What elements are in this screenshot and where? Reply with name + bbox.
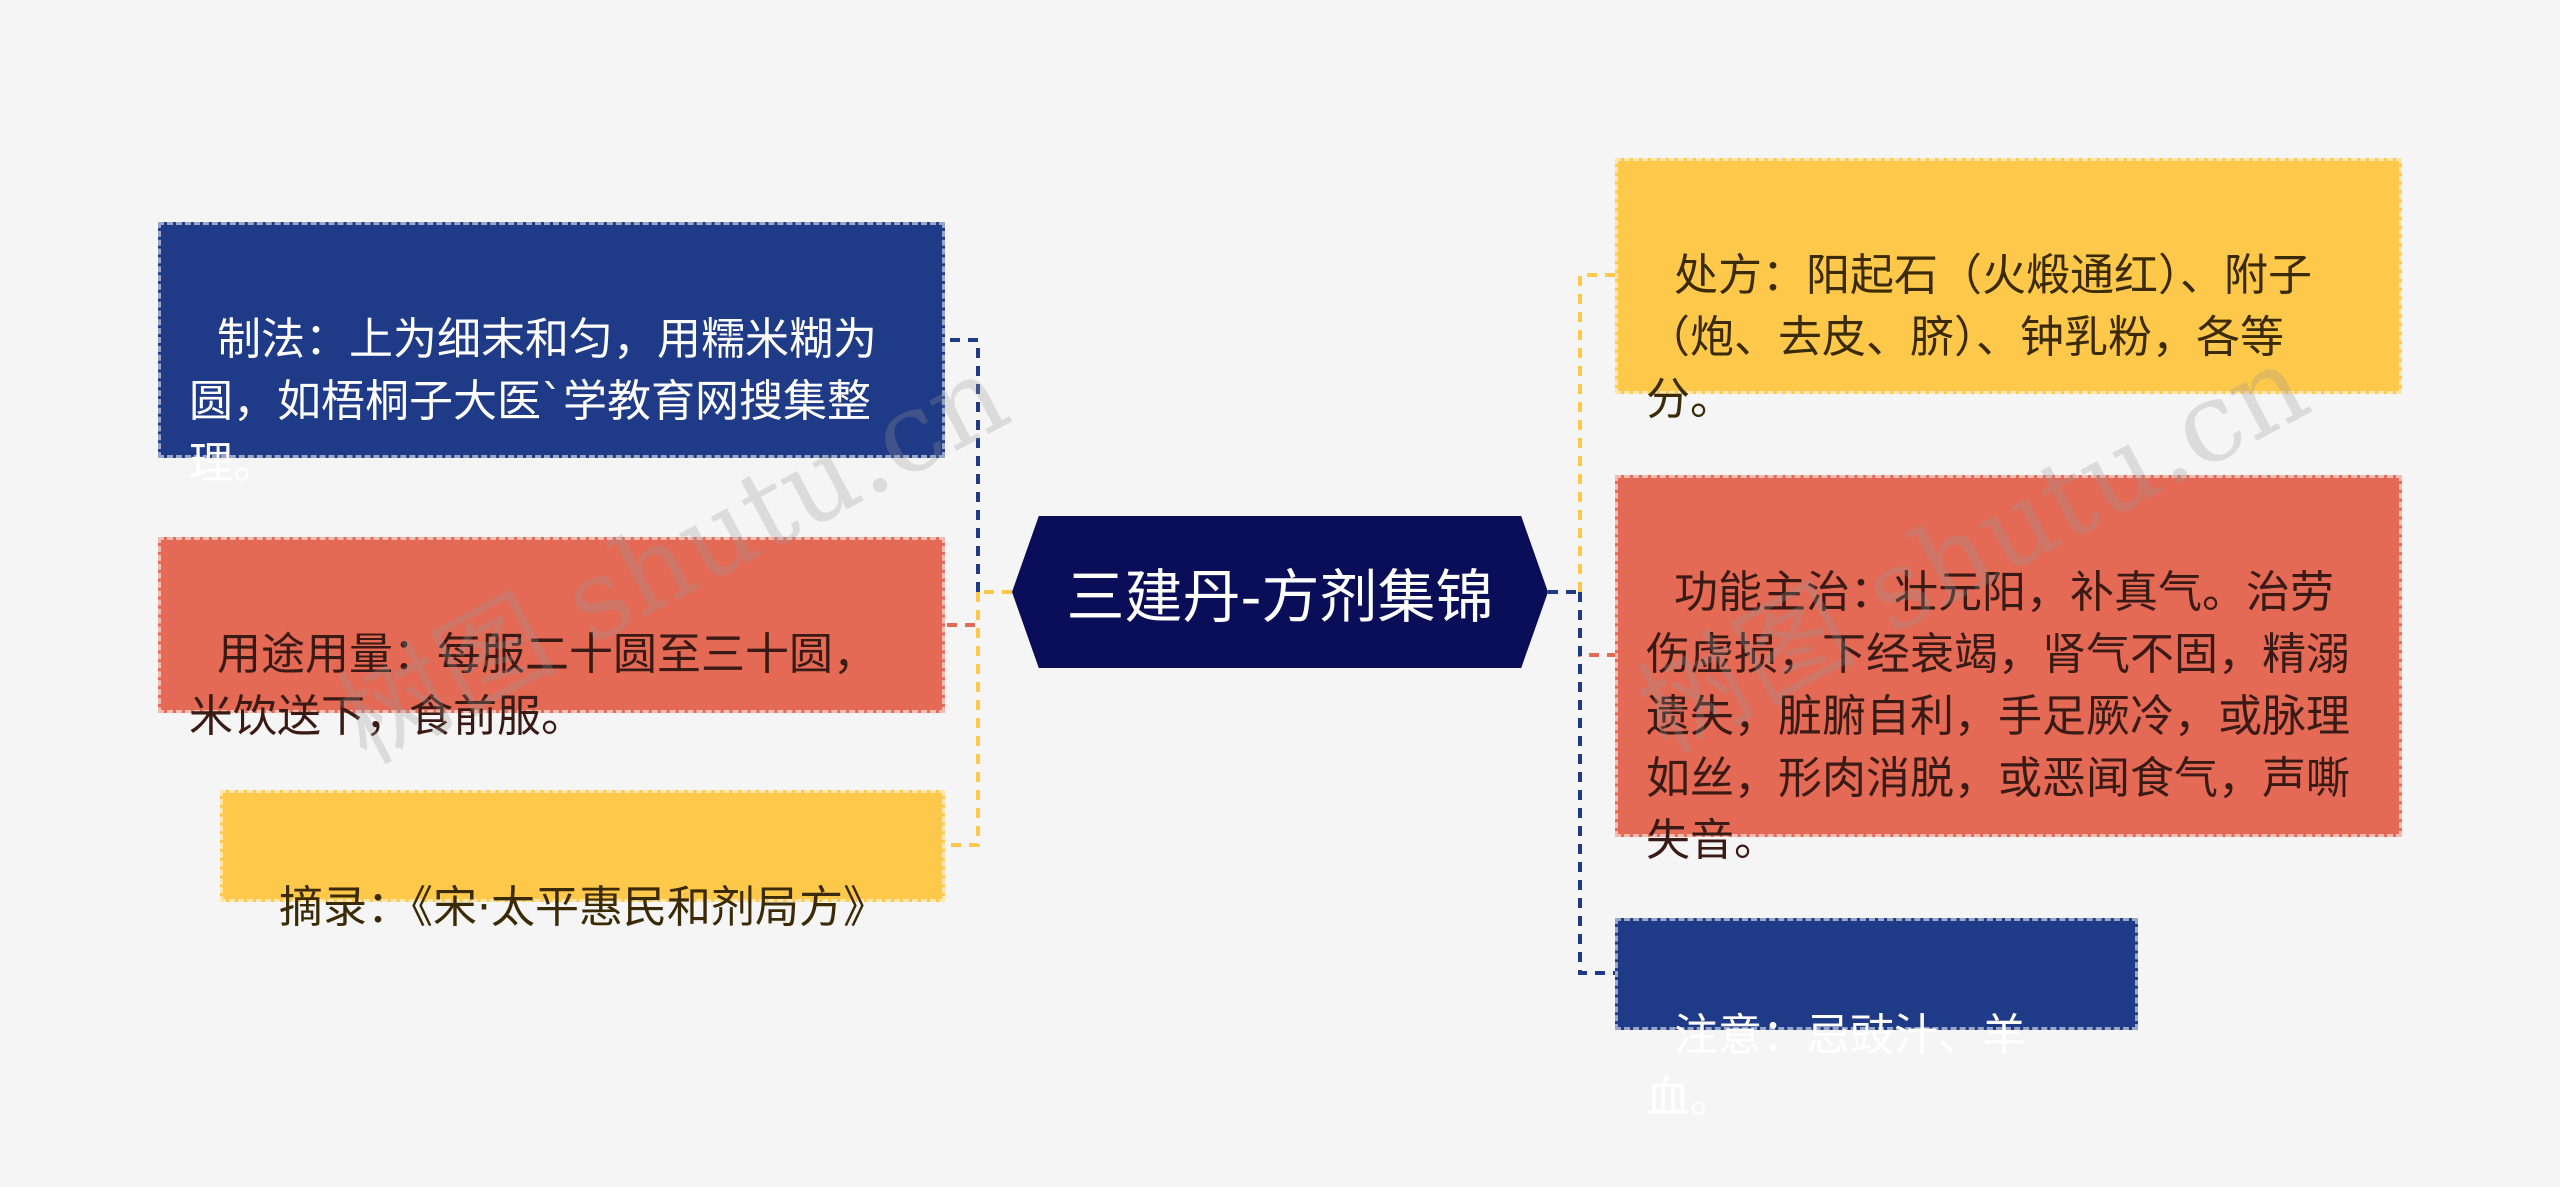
node-zhifa-text: 制法：上为细末和匀，用糯米糊为圆，如梧桐子大医`学教育网搜集整理。 — [189, 314, 877, 489]
node-zhifa[interactable]: 制法：上为细末和匀，用糯米糊为圆，如梧桐子大医`学教育网搜集整理。 — [158, 222, 945, 489]
central-topic-title: 三建丹-方剂集锦 — [1066, 563, 1494, 631]
node-yongtu-text: 用途用量：每服二十圆至三十圆，米饮送下，食前服。 — [189, 629, 877, 742]
connector-zhailu — [945, 592, 980, 847]
node-chufang[interactable]: 处方：阳起石（火煅通红）、附子（炮、去皮、脐）、钟乳粉，各等分。 — [1615, 158, 2402, 425]
connector-zhuyi — [1578, 592, 1615, 975]
connector-zhifa — [945, 338, 980, 592]
node-zhuyi-text: 注意：忌豉汁、羊血。 — [1646, 1010, 2026, 1123]
connector-yongtu — [945, 592, 980, 627]
node-gongneng[interactable]: 功能主治：壮元阳，补真气。治劳伤虚损，下经衰竭，肾气不固，精溺遗失，脏腑自利，手… — [1615, 475, 2402, 866]
node-gongneng-text: 功能主治：壮元阳，补真气。治劳伤虚损，下经衰竭，肾气不固，精溺遗失，脏腑自利，手… — [1646, 567, 2350, 866]
central-topic[interactable]: 三建丹-方剂集锦 — [1012, 516, 1548, 668]
node-yongtu[interactable]: 用途用量：每服二十圆至三十圆，米饮送下，食前服。 — [158, 537, 945, 742]
node-zhuyi[interactable]: 注意：忌豉汁、羊血。 — [1615, 918, 2138, 1123]
node-chufang-text: 处方：阳起石（火煅通红）、附子（炮、去皮、脐）、钟乳粉，各等分。 — [1646, 250, 2312, 425]
node-zhailu[interactable]: 摘录：《宋·太平惠民和剂局方》 — [220, 790, 945, 933]
connector-chufang — [1578, 273, 1615, 592]
node-zhailu-text: 摘录：《宋·太平惠民和剂局方》 — [278, 882, 887, 933]
